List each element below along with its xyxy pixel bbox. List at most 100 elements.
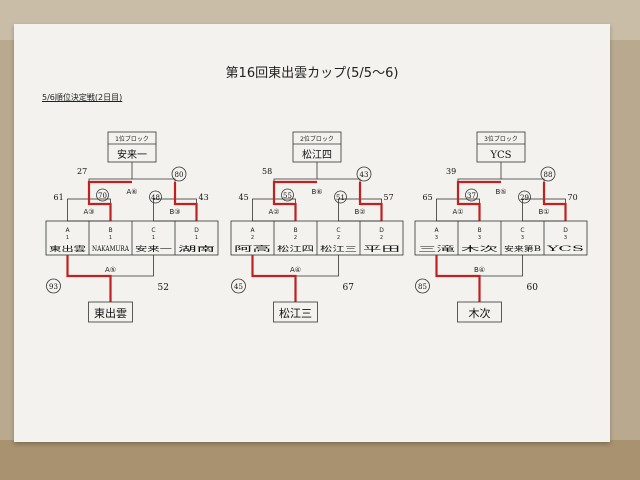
third-winner-name: 東出雲 bbox=[94, 306, 127, 320]
winner-path-left bbox=[456, 180, 501, 221]
third-score-left: 45 bbox=[234, 283, 243, 291]
third-winner-box bbox=[88, 301, 133, 323]
team-group: C bbox=[151, 227, 155, 234]
team-name: 安来一 bbox=[135, 244, 172, 253]
team-seed: 2 bbox=[337, 235, 340, 241]
semi-left-id: A① bbox=[452, 208, 463, 216]
score: 80 bbox=[175, 171, 184, 179]
score: 43 bbox=[360, 171, 369, 179]
score-circle bbox=[149, 190, 162, 204]
team-group: D bbox=[194, 227, 199, 234]
third-winner-box bbox=[273, 301, 318, 323]
team-name: 東出雲 bbox=[49, 244, 86, 253]
score: 37 bbox=[467, 192, 476, 200]
team-name: 松江三 bbox=[320, 244, 357, 253]
team-group: C bbox=[336, 227, 340, 234]
team-name: YCS bbox=[544, 245, 584, 253]
block-label: 1位ブロック bbox=[115, 135, 149, 143]
score-circle bbox=[281, 188, 294, 202]
team-name: 松江四 bbox=[277, 244, 314, 253]
score: 61 bbox=[54, 193, 64, 202]
team-seed: 1 bbox=[109, 235, 112, 241]
score: 57 bbox=[384, 193, 394, 202]
score-circle bbox=[465, 188, 478, 202]
third-score-right: 67 bbox=[343, 283, 355, 293]
semi-right-id: B② bbox=[354, 208, 365, 216]
score-circle bbox=[356, 166, 372, 182]
third-winner-path bbox=[435, 255, 481, 302]
winner-path-right bbox=[358, 182, 383, 221]
score-circle bbox=[334, 190, 347, 204]
team-name: 三滝 bbox=[418, 244, 455, 253]
score-circle bbox=[540, 166, 556, 182]
score: 45 bbox=[239, 193, 249, 202]
block-winner-top: 安来一 bbox=[117, 148, 147, 161]
score: 48 bbox=[151, 194, 160, 202]
team-seed: 2 bbox=[294, 235, 297, 241]
third-winner-path bbox=[251, 255, 297, 302]
winner-path-left bbox=[272, 180, 317, 221]
third-score-left: 85 bbox=[418, 283, 427, 291]
semi-left-id: A② bbox=[268, 208, 279, 216]
score: 88 bbox=[544, 171, 553, 179]
block-winner-top: YCS bbox=[490, 150, 512, 161]
poster-subtitle: 5/6順位決定戦(2日目) bbox=[42, 93, 123, 102]
winner-path-right bbox=[173, 182, 198, 221]
semi-right-id: B③ bbox=[169, 208, 180, 216]
team-group: B bbox=[293, 227, 297, 234]
third-match-id: A④ bbox=[290, 266, 301, 274]
score-circle bbox=[46, 278, 61, 294]
score: 27 bbox=[77, 167, 87, 176]
team-name: 阿高 bbox=[234, 244, 271, 253]
block-winner-top: 松江四 bbox=[302, 148, 332, 161]
team-group: B bbox=[477, 227, 481, 234]
poster-title: 第16回東出雲カップ(5/5〜6) bbox=[225, 66, 399, 81]
score-circle bbox=[96, 188, 109, 202]
third-score-right: 60 bbox=[527, 283, 539, 293]
final-match-id: A⑥ bbox=[126, 188, 137, 196]
bracket-poster: 第16回東出雲カップ(5/5〜6) 5/6順位決定戦(2日目) 1位ブロック安来… bbox=[14, 24, 610, 442]
score: 43 bbox=[199, 193, 209, 202]
team-group: A bbox=[250, 227, 255, 234]
block-label: 3位ブロック bbox=[484, 135, 518, 143]
score: 70 bbox=[98, 192, 107, 200]
team-seed: 2 bbox=[380, 235, 383, 241]
team-group: C bbox=[520, 227, 524, 234]
score: 55 bbox=[283, 192, 292, 200]
score: 65 bbox=[423, 193, 433, 202]
winner-path-right bbox=[542, 182, 567, 221]
score: 58 bbox=[262, 167, 272, 176]
final-match-id: B⑥ bbox=[311, 188, 322, 196]
team-group: A bbox=[65, 227, 70, 234]
winner-path-left bbox=[87, 180, 132, 221]
third-winner-name: 木次 bbox=[469, 306, 491, 320]
team-group: D bbox=[563, 227, 568, 234]
team-seed: 3 bbox=[478, 235, 481, 241]
score: 29 bbox=[520, 194, 529, 202]
team-seed: 3 bbox=[564, 235, 567, 241]
block-label: 2位ブロック bbox=[300, 135, 334, 143]
third-score-left: 93 bbox=[49, 283, 58, 291]
score-circle bbox=[415, 278, 430, 294]
team-name: 安来第B bbox=[504, 244, 541, 253]
team-seed: 3 bbox=[435, 235, 438, 241]
team-seed: 1 bbox=[66, 235, 69, 241]
third-winner-path bbox=[66, 255, 112, 302]
third-winner-box bbox=[457, 301, 502, 323]
team-name: NAKAMURA bbox=[92, 245, 130, 253]
final-match-id: B⑤ bbox=[495, 188, 506, 196]
score: 70 bbox=[568, 193, 578, 202]
score: 39 bbox=[446, 167, 456, 176]
semi-right-id: B① bbox=[538, 208, 549, 216]
team-group: B bbox=[108, 227, 112, 234]
score-circle bbox=[231, 278, 246, 294]
third-match-id: B④ bbox=[474, 266, 485, 274]
team-seed: 3 bbox=[521, 235, 524, 241]
team-name: 平田 bbox=[363, 245, 400, 253]
team-seed: 2 bbox=[251, 235, 254, 241]
third-score-right: 52 bbox=[158, 283, 169, 293]
team-name: 木次 bbox=[461, 244, 498, 253]
team-group: D bbox=[379, 227, 384, 234]
score-circle bbox=[171, 166, 187, 182]
